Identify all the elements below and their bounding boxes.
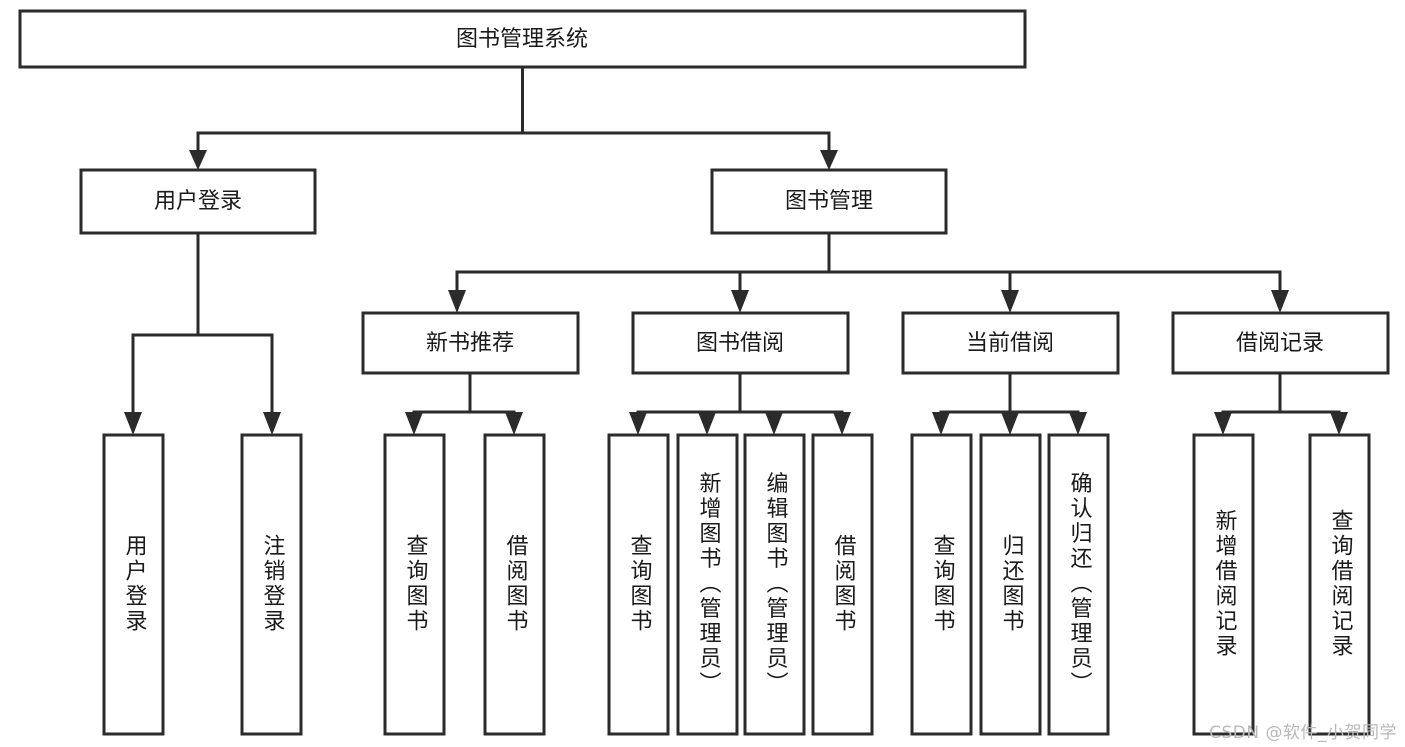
leaf-query-record-box[interactable] [1308, 433, 1371, 736]
leaf-query-book-3-box[interactable] [910, 433, 973, 736]
leaf-query-book-1[interactable]: 查询图书 [383, 433, 446, 736]
leaf-query-record[interactable]: 查询借阅记录 [1308, 433, 1371, 736]
node-root[interactable]: 图书管理系统 [18, 9, 1027, 69]
leaf-query-book-2[interactable]: 查询图书 [607, 433, 670, 736]
leaf-borrow-book-1[interactable]: 借阅图书 [483, 433, 546, 736]
leaf-user-login-box[interactable] [102, 433, 165, 736]
node-book-borrow[interactable]: 图书借阅 [631, 311, 850, 375]
arrow-borrow-book-2 [833, 412, 851, 435]
node-borrow-record-box[interactable] [1171, 311, 1390, 375]
arrow-confirm-return [1069, 412, 1087, 435]
leaf-add-book[interactable]: 新增图书（管理员） [676, 433, 739, 736]
node-borrow-record[interactable]: 借阅记录 [1171, 311, 1390, 375]
leaf-query-book-3-label: 查询图书 [930, 534, 956, 634]
leaf-confirm-return-label: 确认归还（管理员） [1067, 472, 1093, 697]
leaf-user-login[interactable]: 用户登录 [102, 433, 165, 736]
connector-layer [124, 65, 1348, 435]
leaf-logout[interactable]: 注销登录 [240, 433, 303, 736]
leaf-borrow-book-2-box[interactable] [811, 433, 874, 736]
arrow-edit-book [765, 412, 783, 435]
leaf-query-record-label: 查询借阅记录 [1328, 509, 1354, 659]
leaf-add-record-label: 新增借阅记录 [1212, 509, 1238, 659]
arrow-return-book [1001, 412, 1019, 435]
node-new-book-rec-label: 新书推荐 [426, 331, 514, 356]
node-current-borrow-box[interactable] [901, 311, 1120, 375]
node-user-login-box[interactable] [79, 168, 317, 235]
arrow-add-book [698, 412, 716, 435]
node-book-manage-box[interactable] [710, 168, 948, 235]
leaf-edit-book-box[interactable] [743, 433, 806, 736]
leaf-query-book-2-label: 查询图书 [627, 534, 653, 634]
leaf-borrow-book-1-box[interactable] [483, 433, 546, 736]
node-current-borrow-label: 当前借阅 [966, 331, 1054, 356]
leaf-return-book[interactable]: 归还图书 [979, 433, 1042, 736]
leaf-return-book-box[interactable] [979, 433, 1042, 736]
arrow-book-borrow [731, 290, 749, 313]
leaf-borrow-book-1-label: 借阅图书 [503, 534, 529, 634]
leaf-add-record-box[interactable] [1192, 433, 1255, 736]
node-root-box[interactable] [18, 9, 1027, 69]
leaf-query-book-2-box[interactable] [607, 433, 670, 736]
arrow-leaf-logout [263, 412, 281, 435]
arrow-query-book-1 [405, 412, 423, 435]
leaf-edit-book-label: 编辑图书（管理员） [763, 472, 789, 697]
leaf-borrow-book-2-label: 借阅图书 [831, 534, 857, 634]
leaf-add-record[interactable]: 新增借阅记录 [1192, 433, 1255, 736]
node-book-borrow-label: 图书借阅 [696, 331, 784, 356]
leaf-logout-box[interactable] [240, 433, 303, 736]
arrow-user-login [189, 150, 207, 170]
node-user-login[interactable]: 用户登录 [79, 168, 317, 235]
leaf-add-book-label: 新增图书（管理员） [696, 472, 722, 697]
leaf-logout-label: 注销登录 [260, 534, 286, 634]
node-user-login-label: 用户登录 [154, 189, 242, 214]
node-book-borrow-box[interactable] [631, 311, 850, 375]
arrow-book-manage [820, 150, 838, 170]
node-current-borrow[interactable]: 当前借阅 [901, 311, 1120, 375]
arrow-leaf-user-login [124, 412, 142, 435]
arrow-borrow-record [1271, 290, 1289, 313]
leaf-user-login-label: 用户登录 [122, 534, 148, 634]
arrow-borrow-book-1 [505, 412, 523, 435]
node-new-book-rec-box[interactable] [361, 311, 580, 375]
arrow-query-record [1330, 412, 1348, 435]
leaf-confirm-return[interactable]: 确认归还（管理员） [1047, 433, 1110, 736]
node-borrow-record-label: 借阅记录 [1236, 331, 1324, 356]
leaf-query-book-1-box[interactable] [383, 433, 446, 736]
node-root-label: 图书管理系统 [456, 27, 588, 52]
leaf-confirm-return-box[interactable] [1047, 433, 1110, 736]
leaf-query-book-3[interactable]: 查询图书 [910, 433, 973, 736]
arrow-current-borrow [1001, 290, 1019, 313]
node-book-manage[interactable]: 图书管理 [710, 168, 948, 235]
leaf-return-book-label: 归还图书 [999, 534, 1025, 634]
leaf-query-book-1-label: 查询图书 [403, 534, 429, 634]
arrow-query-book-2 [629, 412, 647, 435]
arrow-add-record [1214, 412, 1232, 435]
leaf-add-book-box[interactable] [676, 433, 739, 736]
arrow-query-book-3 [932, 412, 950, 435]
arrow-new-book-rec [448, 290, 466, 313]
leaf-borrow-book-2[interactable]: 借阅图书 [811, 433, 874, 736]
node-book-manage-label: 图书管理 [785, 189, 873, 214]
node-new-book-rec[interactable]: 新书推荐 [361, 311, 580, 375]
leaf-edit-book[interactable]: 编辑图书（管理员） [743, 433, 806, 736]
